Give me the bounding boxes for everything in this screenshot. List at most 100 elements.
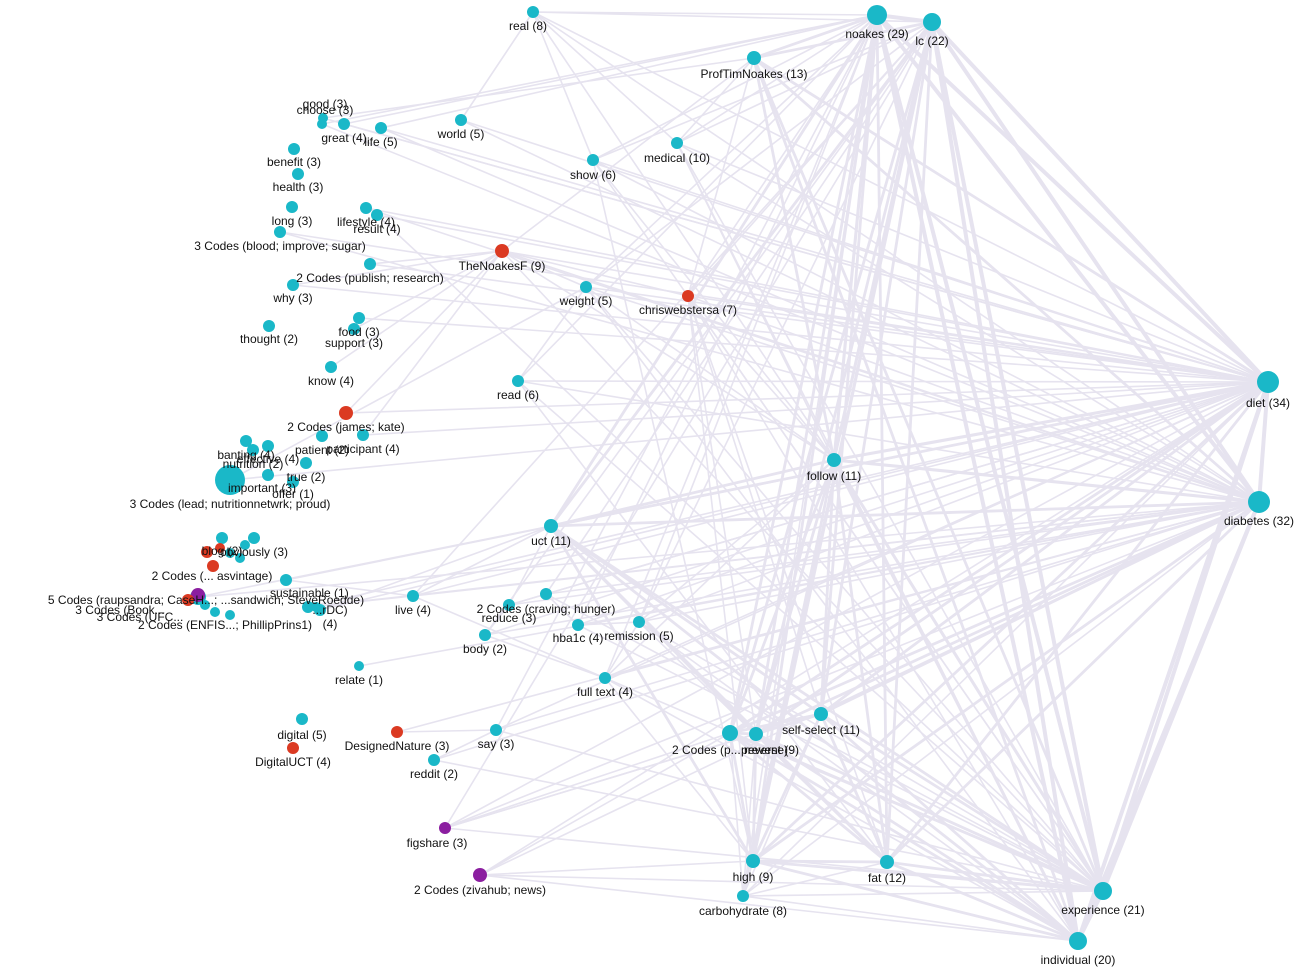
- node-choose[interactable]: [317, 119, 327, 129]
- node-threebook[interactable]: [200, 600, 210, 610]
- node-jameskate[interactable]: [339, 406, 353, 420]
- node-chris[interactable]: [682, 290, 694, 302]
- node-label-food: food (3): [338, 325, 379, 339]
- node-c7[interactable]: [225, 548, 235, 558]
- node-publish[interactable]: [364, 258, 376, 270]
- node-c3[interactable]: [191, 588, 205, 602]
- node-reddit[interactable]: [428, 754, 440, 766]
- node-dc[interactable]: [302, 601, 314, 613]
- edge-body-fulltext: [484, 634, 606, 679]
- edge-noakes-weight: [585, 14, 878, 288]
- edge-experience-fulltext: [604, 677, 1104, 892]
- node-nutrition[interactable]: [247, 444, 259, 456]
- node-read[interactable]: [512, 375, 524, 387]
- node-patient[interactable]: [316, 430, 328, 442]
- edge-follow-twocodes2: [728, 458, 836, 735]
- node-label-read: read (6): [497, 388, 539, 402]
- node-participant[interactable]: [357, 429, 369, 441]
- edge-figshare-twocodes2: [444, 732, 731, 829]
- node-banting[interactable]: [240, 435, 252, 447]
- node-c4[interactable]: [182, 594, 194, 606]
- edge-lc-show: [592, 21, 933, 161]
- node-relate[interactable]: [354, 661, 364, 671]
- node-c5[interactable]: [215, 543, 225, 553]
- node-experience[interactable]: [1094, 882, 1112, 900]
- node-carbohydrate[interactable]: [737, 890, 749, 902]
- edge-lc-fat: [885, 20, 934, 864]
- node-diabetes[interactable]: [1248, 491, 1270, 513]
- node-label-proftim: ProfTimNoakes (13): [701, 67, 808, 81]
- node-sustainable[interactable]: [280, 574, 292, 586]
- node-asvintage[interactable]: [235, 553, 245, 563]
- node-remission[interactable]: [633, 616, 645, 628]
- node-lc[interactable]: [923, 13, 941, 31]
- node-uct[interactable]: [544, 519, 558, 533]
- node-blog[interactable]: [216, 532, 228, 544]
- node-body[interactable]: [479, 629, 491, 641]
- node-true[interactable]: [300, 457, 312, 469]
- node-c1[interactable]: [201, 546, 213, 558]
- node-obviously[interactable]: [248, 532, 260, 544]
- edge-diabetes-remission: [638, 501, 1260, 623]
- node-zivahub[interactable]: [473, 868, 487, 882]
- node-label-digitaluct: DigitalUCT (4): [255, 755, 331, 769]
- edge-high-twocodes2: [728, 731, 755, 863]
- node-weight[interactable]: [580, 281, 592, 293]
- edge-experience-figshare: [444, 827, 1104, 892]
- node-world[interactable]: [455, 114, 467, 126]
- node-individual[interactable]: [1069, 932, 1087, 950]
- node-life[interactable]: [375, 122, 387, 134]
- node-c6[interactable]: [240, 540, 250, 550]
- node-show[interactable]: [587, 154, 599, 166]
- node-important[interactable]: [262, 469, 274, 481]
- edge-diabetes-figshare: [444, 501, 1260, 829]
- node-support[interactable]: [348, 323, 360, 335]
- node-high[interactable]: [746, 854, 760, 868]
- node-noakesf[interactable]: [495, 244, 509, 258]
- node-craving[interactable]: [540, 588, 552, 600]
- node-thought[interactable]: [263, 320, 275, 332]
- node-prevent[interactable]: [749, 727, 763, 741]
- node-c2[interactable]: [207, 560, 219, 572]
- node-fulltext[interactable]: [599, 672, 611, 684]
- edge-diet-live: [412, 381, 1269, 597]
- edge-individual-carbohydrate: [742, 895, 1079, 942]
- node-medical[interactable]: [671, 137, 683, 149]
- node-food[interactable]: [353, 312, 365, 324]
- node-proftim[interactable]: [747, 51, 761, 65]
- node-fat[interactable]: [880, 855, 894, 869]
- node-lifestyle[interactable]: [360, 202, 372, 214]
- node-say[interactable]: [490, 724, 502, 736]
- node-offer[interactable]: [287, 476, 299, 488]
- node-effective[interactable]: [262, 440, 274, 452]
- edge-diabetes-uct: [549, 500, 1261, 528]
- node-blood[interactable]: [274, 226, 286, 238]
- node-real[interactable]: [527, 6, 539, 18]
- node-great[interactable]: [338, 118, 350, 130]
- node-know[interactable]: [325, 361, 337, 373]
- node-digital[interactable]: [296, 713, 308, 725]
- node-live[interactable]: [407, 590, 419, 602]
- node-noakes[interactable]: [867, 5, 887, 25]
- node-result[interactable]: [371, 209, 383, 221]
- node-twoend[interactable]: [225, 610, 235, 620]
- node-figshare[interactable]: [439, 822, 451, 834]
- node-reduce[interactable]: [503, 599, 515, 611]
- node-long[interactable]: [286, 201, 298, 213]
- node-lead[interactable]: [215, 465, 245, 495]
- node-designed[interactable]: [391, 726, 403, 738]
- node-label-twoend: 2 Codes (ENFIS...; PhillipPrins1): [138, 618, 312, 632]
- node-c8[interactable]: [311, 602, 321, 612]
- node-selfselect[interactable]: [814, 707, 828, 721]
- node-follow[interactable]: [827, 453, 841, 467]
- node-health[interactable]: [292, 168, 304, 180]
- node-diet[interactable]: [1257, 371, 1279, 393]
- node-twocodes2[interactable]: [722, 725, 738, 741]
- node-hba1c[interactable]: [572, 619, 584, 631]
- node-benefit[interactable]: [288, 143, 300, 155]
- edge-diet-twocodes2: [728, 380, 1270, 735]
- node-label-chris: chriswebstersa (7): [639, 303, 737, 317]
- node-digitaluct[interactable]: [287, 742, 299, 754]
- node-threeuf[interactable]: [210, 607, 220, 617]
- node-why[interactable]: [287, 279, 299, 291]
